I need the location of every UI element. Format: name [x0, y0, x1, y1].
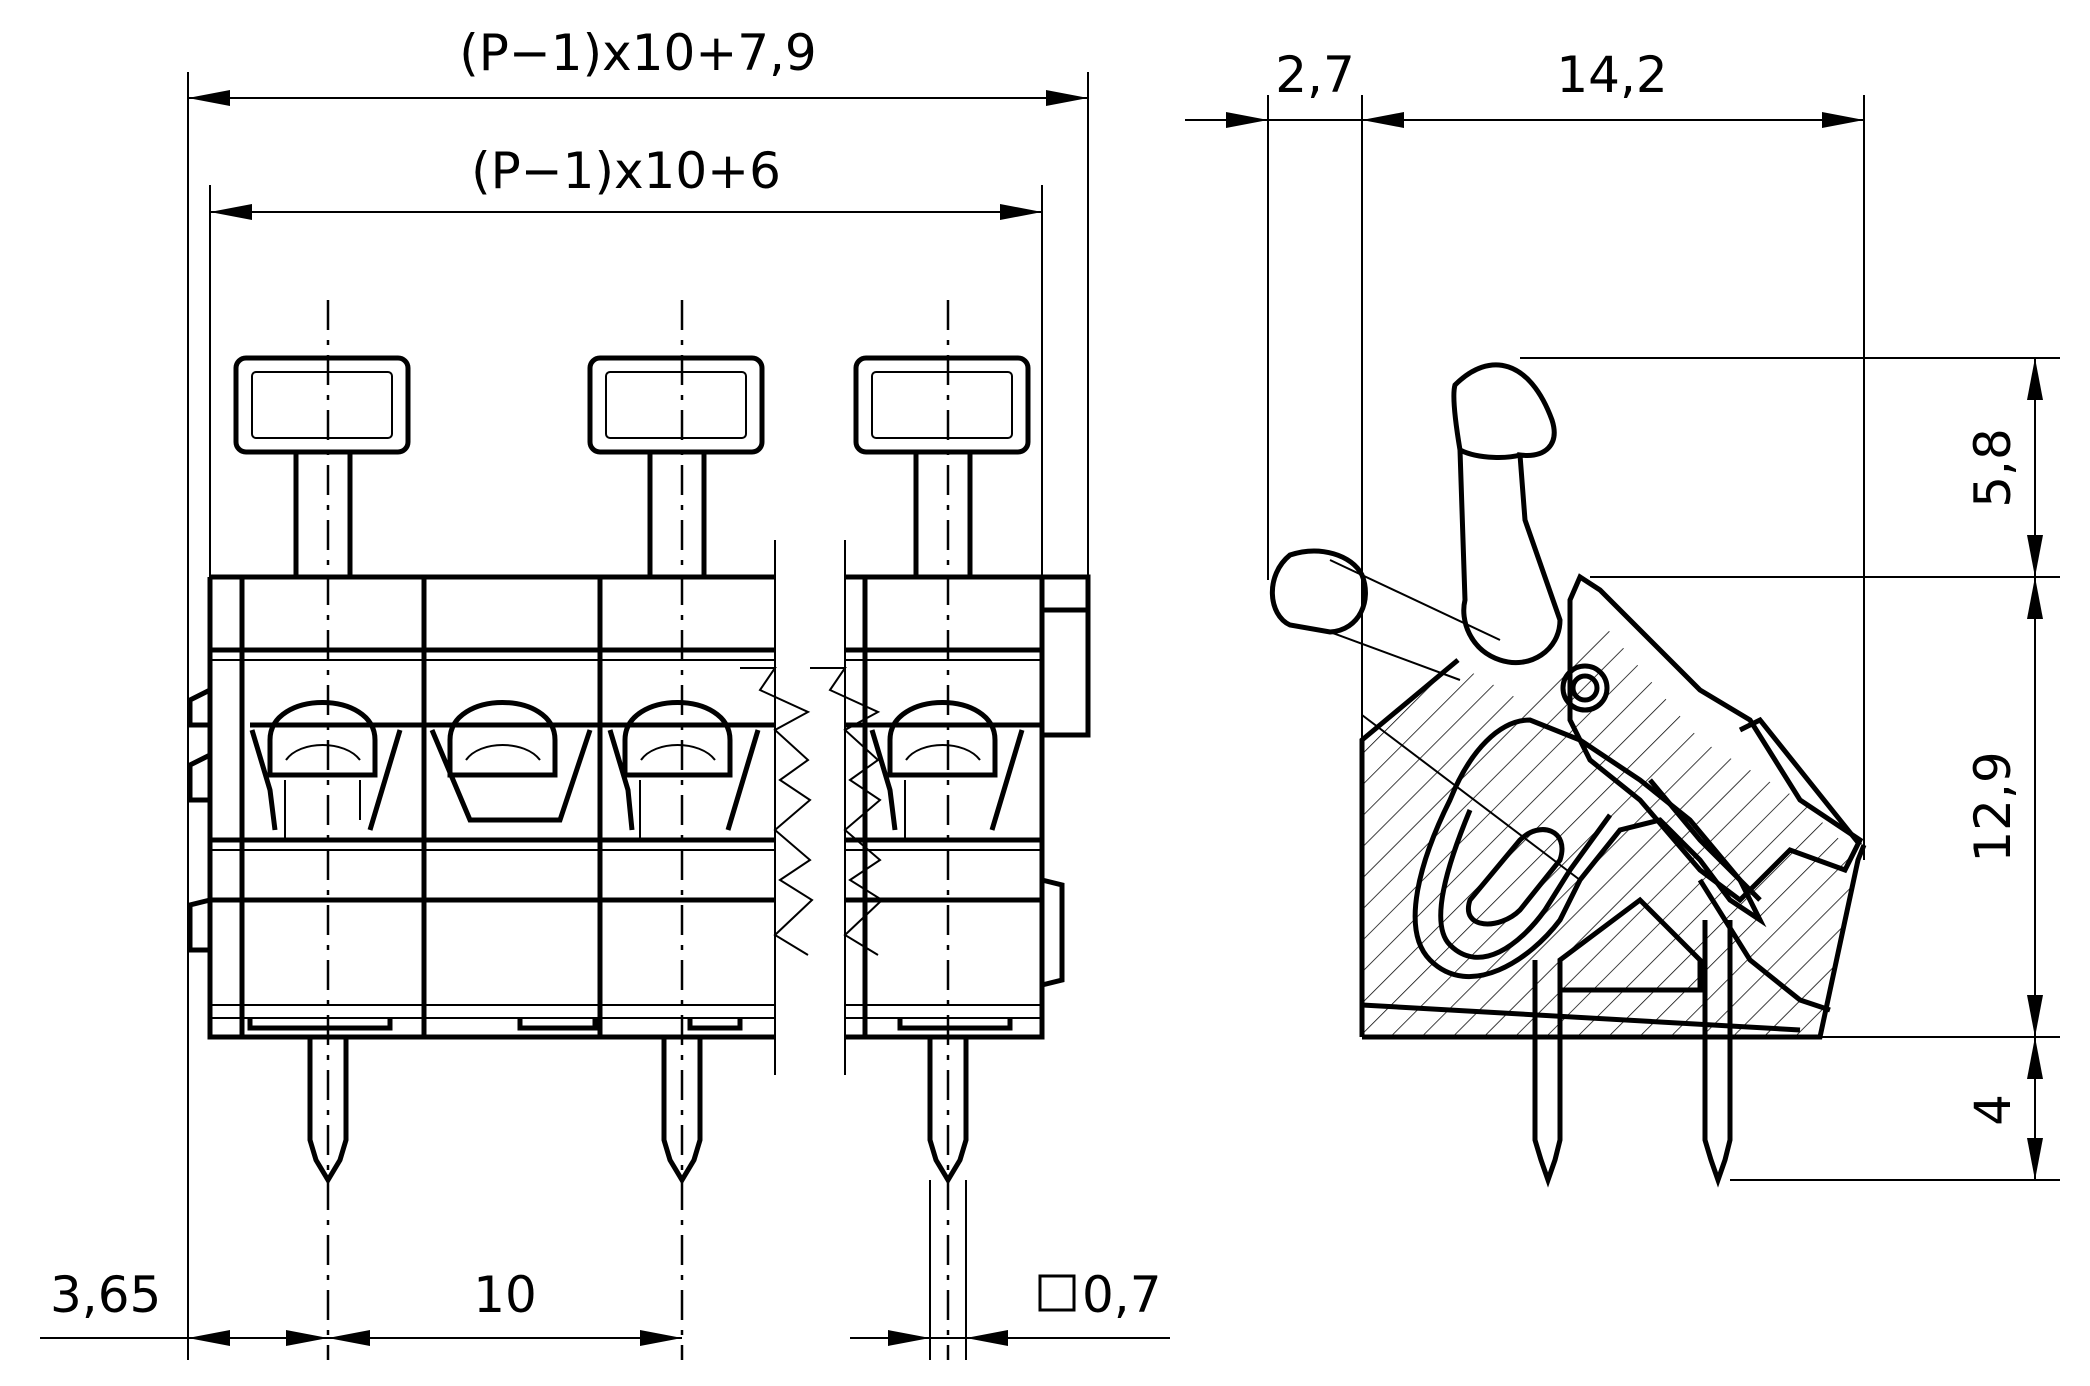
lever-closed-position: [1451, 362, 1610, 713]
cover-plate: [1567, 573, 1864, 1013]
wire-entry-2: [429, 700, 593, 823]
pin-length-label: 4: [1964, 1094, 2022, 1126]
body-height-label: 12,9: [1964, 751, 2022, 862]
pitch-label: 10: [473, 1266, 537, 1324]
push-button-3: [853, 355, 1031, 580]
push-button-1: [233, 355, 411, 580]
front-view: (P−1)x10+7,9 (P−1)x10+6: [40, 24, 1170, 1360]
lever-open-position: [1269, 548, 1501, 681]
body-width-dimension: (P−1)x10+6: [210, 142, 1042, 220]
depth-body-dimension: 14,2: [1362, 46, 1864, 128]
overall-width-label: (P−1)x10+7,9: [459, 24, 817, 82]
housing-right: [845, 574, 1091, 1040]
wire-entry-1: [249, 700, 403, 840]
body-width-label: (P−1)x10+6: [471, 142, 781, 200]
edge-offset-dimension: 3,65: [40, 1266, 328, 1346]
square-symbol-icon: [1038, 1274, 1076, 1312]
side-pin-1: [1532, 960, 1563, 1188]
wire-entry-4: [869, 700, 1025, 840]
pitch-dimension: 10: [328, 1266, 682, 1346]
pin-length-dimension: 4: [1964, 1037, 2043, 1180]
depth-front-label: 2,7: [1275, 46, 1355, 104]
housing-left: [187, 574, 775, 1040]
lever-height-dimension: 5,8: [1964, 358, 2043, 577]
spring-clamp: [1412, 717, 1767, 993]
push-button-2: [587, 355, 765, 580]
pin-square-label: 0,7: [1082, 1266, 1162, 1324]
depth-front-dimension: 2,7: [1185, 46, 1404, 128]
wire-entry-3: [607, 700, 761, 840]
pin-square-dimension: 0,7: [850, 1266, 1170, 1346]
side-view: 2,7 14,2 5,8 12,9 4: [1185, 46, 2060, 1188]
break-line: [740, 540, 884, 1075]
edge-offset-label: 3,65: [50, 1266, 161, 1324]
side-pin-2: [1702, 920, 1733, 1188]
overall-width-dimension: (P−1)x10+7,9: [188, 24, 1088, 106]
depth-body-label: 14,2: [1556, 46, 1667, 104]
lever-height-label: 5,8: [1964, 428, 2022, 508]
body-height-dimension: 12,9: [1964, 577, 2043, 1037]
